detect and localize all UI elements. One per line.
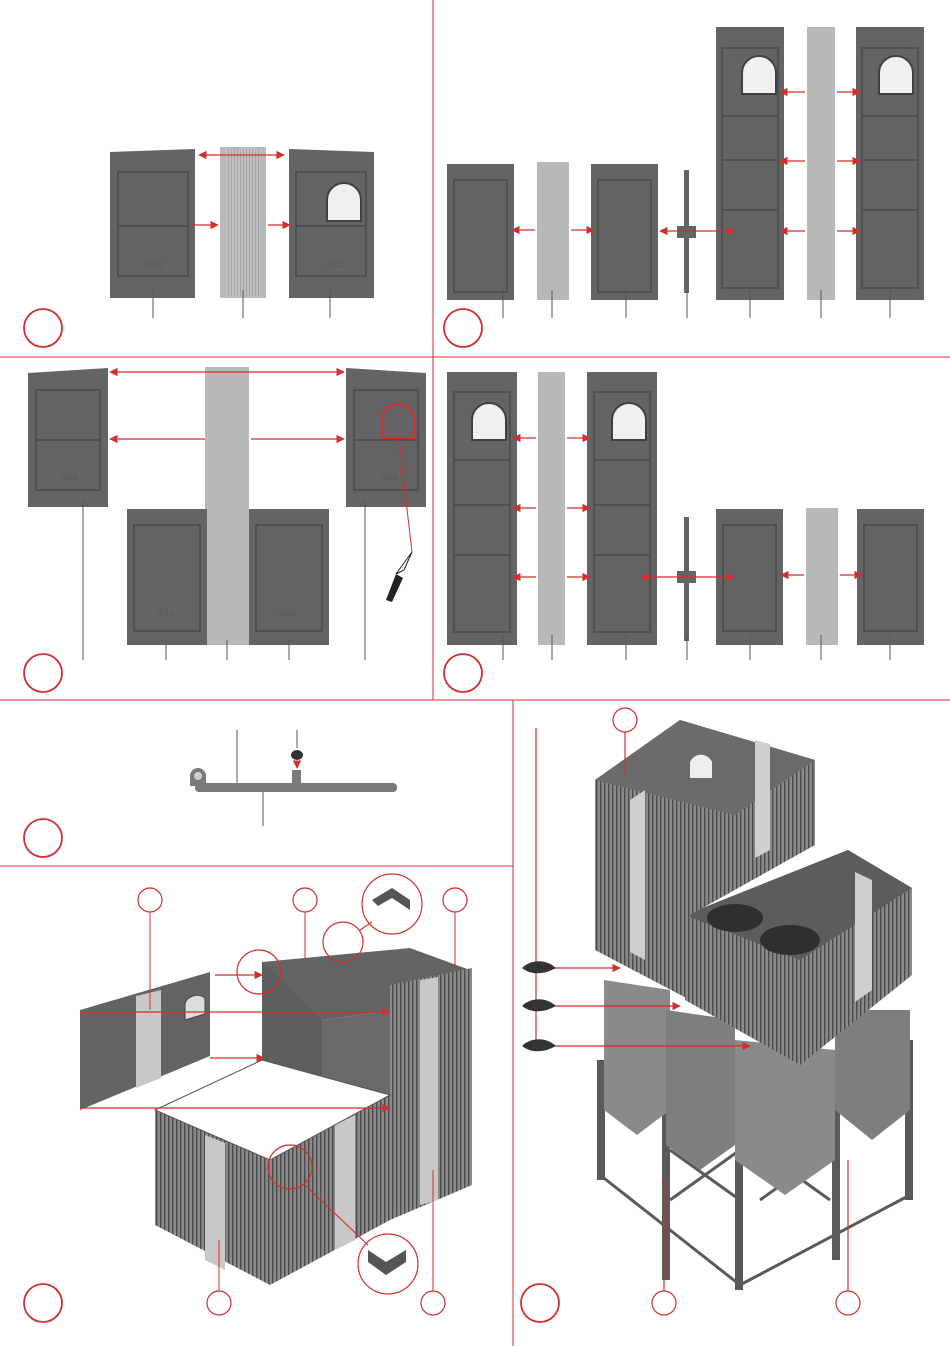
step-number-marker xyxy=(24,309,62,347)
window-opening xyxy=(742,56,776,94)
silo xyxy=(604,980,670,1135)
silo xyxy=(835,1010,910,1140)
part-callout xyxy=(836,1291,860,1315)
detail-callout xyxy=(362,874,422,934)
step-number-marker xyxy=(444,309,482,347)
silo xyxy=(735,1040,835,1195)
step-number-marker xyxy=(521,1284,559,1322)
step-6-panel xyxy=(24,874,472,1322)
part-label: 2/4a xyxy=(145,260,163,270)
window-opening xyxy=(612,403,646,440)
pipe-cap-part xyxy=(291,750,303,760)
silo xyxy=(666,1010,735,1170)
part-label: 2/4a xyxy=(279,608,297,618)
part-callout xyxy=(421,1291,445,1315)
step-5-panel xyxy=(24,730,397,857)
part-callout xyxy=(652,1291,676,1315)
step-4-panel xyxy=(444,372,924,692)
part-callout xyxy=(207,1291,231,1315)
step-7-panel xyxy=(521,708,913,1322)
part-label: 2/4a xyxy=(380,472,398,482)
part-callout xyxy=(138,888,162,912)
wall-panel xyxy=(127,509,207,645)
hobby-knife-icon xyxy=(386,552,412,602)
ribbed-corner-strip xyxy=(806,508,838,645)
part-label: 2/4a xyxy=(327,260,345,270)
part-callout xyxy=(443,888,467,912)
tall-ribbed-strip xyxy=(538,372,565,645)
step-1-panel: 2/4a 2/4a xyxy=(24,147,374,347)
step-number-marker xyxy=(24,1284,62,1322)
window-opening xyxy=(472,403,506,440)
window-opening xyxy=(327,183,361,221)
wall-panel xyxy=(857,509,924,645)
ribbed-corner-strip xyxy=(537,162,569,300)
wall-panel xyxy=(591,164,658,300)
step-number-marker xyxy=(24,819,62,857)
step-number-marker xyxy=(24,654,62,692)
part-label: 2/4a xyxy=(60,472,78,482)
part-label: 2/4a xyxy=(157,608,175,618)
wall-panel xyxy=(28,368,108,507)
part-callout xyxy=(613,708,637,732)
glue-tube-icon xyxy=(522,961,556,1051)
step-number-marker xyxy=(444,654,482,692)
step-3-panel: 2/4a 2/4a 2/4a 2/4a xyxy=(24,367,426,692)
wall-panel xyxy=(447,164,514,300)
tall-ribbed-strip xyxy=(807,27,835,300)
part-callout xyxy=(293,888,317,912)
window-opening xyxy=(879,56,913,94)
tall-ribbed-strip xyxy=(205,367,249,645)
step-2-panel xyxy=(444,27,924,347)
wall-panel xyxy=(249,509,329,645)
